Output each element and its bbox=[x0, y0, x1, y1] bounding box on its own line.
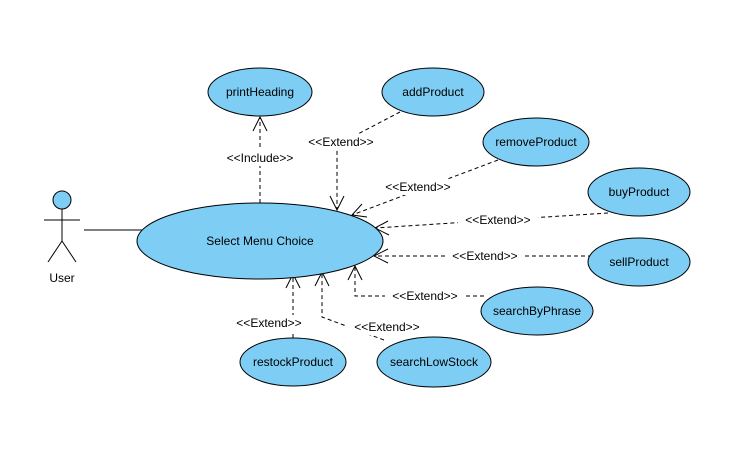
use-case-label: Select Menu Choice bbox=[206, 234, 314, 248]
extend-relationship-searchbyphrase: <<Extend>> bbox=[347, 264, 484, 304]
extend-relationship-addproduct: <<Extend>> bbox=[302, 111, 401, 212]
extend-label-buyproduct: <<Extend>> bbox=[465, 213, 530, 227]
extend-relationship-sellproduct: <<Extend>> bbox=[372, 248, 592, 264]
use-case-label: restockProduct bbox=[253, 355, 334, 369]
actor-right-leg bbox=[61, 240, 77, 263]
actor-user[interactable]: User bbox=[44, 190, 80, 285]
extend-relationship-removeproduct: <<Extend>> bbox=[350, 159, 499, 218]
use-case-sellproduct[interactable]: sellProduct bbox=[587, 237, 691, 287]
use-case-label: buyProduct bbox=[609, 185, 670, 199]
extend-label-removeproduct: <<Extend>> bbox=[385, 180, 450, 194]
extend-label-addproduct: <<Extend>> bbox=[308, 135, 373, 149]
use-case-label: searchLowStock bbox=[390, 355, 479, 369]
use-case-label: printHeading bbox=[226, 85, 294, 99]
use-case-restockproduct[interactable]: restockProduct bbox=[239, 337, 347, 387]
use-case-removeproduct[interactable]: removeProduct bbox=[482, 117, 590, 167]
include-relationship-printheading: <<Include>> bbox=[218, 115, 302, 203]
use-case-searchlowstock[interactable]: searchLowStock bbox=[376, 336, 492, 388]
extend-relationship-buyproduct: <<Extend>> bbox=[373, 212, 609, 236]
use-case-buyproduct[interactable]: buyProduct bbox=[587, 167, 691, 217]
use-case-label: searchByPhrase bbox=[493, 304, 581, 318]
extend-relationship-searchlowstock: <<Extend>> bbox=[314, 270, 427, 341]
actor-label: User bbox=[49, 271, 74, 285]
use-case-label: addProduct bbox=[402, 85, 464, 99]
use-case-select-menu-choice[interactable]: Select Menu Choice bbox=[136, 202, 384, 280]
actor-left-leg bbox=[47, 240, 63, 263]
use-case-printheading[interactable]: printHeading bbox=[207, 67, 313, 117]
use-case-label: removeProduct bbox=[495, 135, 577, 149]
extend-label-searchbyphrase: <<Extend>> bbox=[392, 289, 457, 303]
extend-label-searchlowstock: <<Extend>> bbox=[354, 320, 419, 334]
extend-relationship-restockproduct: <<Extend>> bbox=[229, 272, 309, 338]
extend-label-sellproduct: <<Extend>> bbox=[452, 249, 517, 263]
actor-head bbox=[52, 190, 72, 210]
use-case-addproduct[interactable]: addProduct bbox=[381, 67, 485, 117]
use-case-label: sellProduct bbox=[609, 255, 669, 269]
use-case-searchbyphrase[interactable]: searchByPhrase bbox=[480, 286, 594, 336]
include-label: <<Include>> bbox=[227, 151, 294, 165]
extend-label-restockproduct: <<Extend>> bbox=[236, 316, 301, 330]
